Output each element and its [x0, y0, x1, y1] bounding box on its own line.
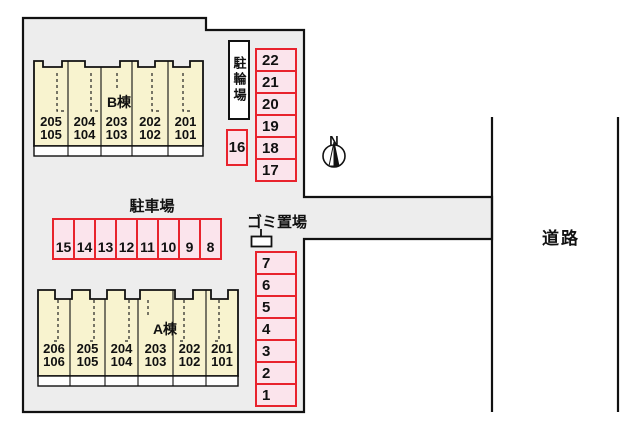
parking-space-22: 22	[255, 48, 297, 72]
garbage-bin-icon	[250, 229, 273, 248]
parking-space-5: 5	[255, 295, 297, 319]
building-b-balcony-strip	[33, 145, 204, 157]
building-b-outline	[33, 60, 204, 147]
garbage-area-label: ゴミ置場	[246, 214, 307, 231]
parking-space-8: 8	[199, 218, 222, 260]
road-label: 道路	[542, 229, 580, 248]
parking-space-19: 19	[255, 114, 297, 138]
building-b	[33, 60, 204, 157]
bicycle-parking-box: 駐輪場	[228, 40, 250, 120]
parking-space-21: 21	[255, 70, 297, 94]
parking-space-6: 6	[255, 273, 297, 297]
parking-space-1: 1	[255, 383, 297, 407]
parking-space-7: 7	[255, 251, 297, 275]
parking-space-12: 12	[115, 218, 138, 260]
building-a	[37, 289, 239, 387]
parking-space-18: 18	[255, 136, 297, 160]
parking-space-16: 16	[226, 129, 248, 166]
parking-space-4: 4	[255, 317, 297, 341]
building-b-unit-dividers	[67, 61, 169, 156]
building-b-label: B棟	[106, 94, 132, 110]
compass-north-label: N	[329, 133, 339, 148]
parking-lot-label: 駐車場	[129, 198, 175, 215]
parking-space-15: 15	[52, 218, 75, 260]
parking-space-14: 14	[73, 218, 96, 260]
bicycle-parking-label: 駐輪場	[231, 56, 247, 104]
parking-space-20: 20	[255, 92, 297, 116]
parking-space-10: 10	[157, 218, 180, 260]
parking-space-3: 3	[255, 339, 297, 363]
building-a-label: A棟	[152, 321, 178, 337]
building-b-stair-dashes	[56, 73, 190, 112]
building-a-stair-dashes	[51, 300, 220, 342]
parking-space-11: 11	[136, 218, 159, 260]
parking-space-17: 17	[255, 158, 297, 182]
parking-space-13: 13	[94, 218, 117, 260]
parking-space-2: 2	[255, 361, 297, 385]
compass-icon	[322, 141, 346, 168]
building-a-unit-dividers	[69, 290, 207, 386]
parking-space-9: 9	[178, 218, 201, 260]
